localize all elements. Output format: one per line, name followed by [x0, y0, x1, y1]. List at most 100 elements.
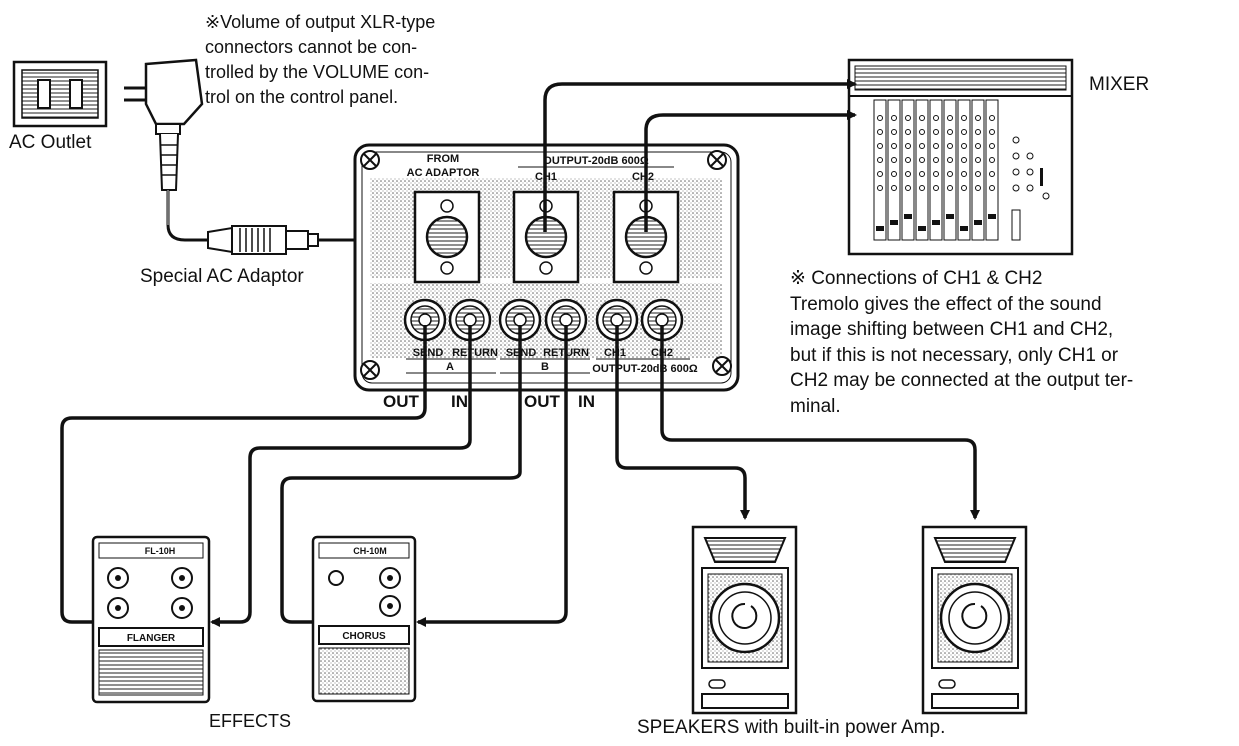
mixer-knob-icon — [989, 171, 995, 177]
mixer-knob-icon — [933, 115, 939, 121]
panel-a-label: A — [446, 361, 454, 373]
ch2-to-speaker-cable — [660, 325, 980, 520]
mixer-knob-icon — [905, 157, 911, 163]
screw-icon — [360, 150, 380, 170]
mixer-knob-icon — [975, 115, 981, 121]
panel-from-label: FROM — [427, 153, 459, 165]
mixer-knob-icon — [891, 115, 897, 121]
mixer-knob-icon — [961, 185, 967, 191]
panel-return-a: RETURN — [452, 347, 498, 359]
mixer-fader-icon — [988, 214, 996, 219]
chorus-model-label: CH-10M — [353, 546, 387, 556]
phone-jack-icon — [595, 298, 639, 342]
return-b-cable — [416, 325, 568, 627]
out-b-label: OUT — [524, 392, 560, 411]
phone-jack-icon — [498, 298, 542, 342]
volume-note-line: trol on the control panel. — [205, 87, 399, 107]
mixer-knob-icon — [905, 115, 911, 121]
mixer-knob-icon — [891, 171, 897, 177]
ch2-to-mixer-cable — [644, 110, 857, 232]
mixer-fader-icon — [974, 220, 982, 225]
mixer-knob-icon — [947, 185, 953, 191]
flanger-model-label: FL-10H — [145, 546, 176, 556]
mixer-knob-icon — [961, 171, 967, 177]
screw-icon — [707, 150, 727, 170]
mixer-knob-icon — [877, 129, 883, 135]
mixer-knob-icon — [961, 157, 967, 163]
mixer-knob-icon — [933, 171, 939, 177]
mixer-knob-icon — [961, 129, 967, 135]
ch1-to-speaker-cable — [615, 325, 750, 520]
mixer-fader-icon — [904, 214, 912, 219]
in-a-label: IN — [451, 392, 468, 411]
send-a-cable — [60, 325, 427, 624]
panel-output-top-label: OUTPUT-20dB 600Ω — [543, 155, 649, 167]
panel-ch1-bottom: CH1 — [604, 347, 626, 359]
flanger-name-label: FLANGER — [127, 633, 176, 644]
ac-plug-icon — [124, 58, 204, 191]
mixer-knob-icon — [989, 115, 995, 121]
mixer-knob-icon — [919, 115, 925, 121]
mixer-knob-icon — [919, 185, 925, 191]
phone-jack-icon — [544, 298, 588, 342]
mixer-icon — [847, 58, 1074, 256]
phone-jack-icon — [640, 298, 684, 342]
mixer-knob-icon — [905, 185, 911, 191]
mixer-label: MIXER — [1089, 74, 1150, 95]
mixer-knob-icon — [947, 171, 953, 177]
mixer-knob-icon — [905, 171, 911, 177]
mixer-knob-icon — [891, 185, 897, 191]
panel-send-a: SEND — [413, 347, 444, 359]
ch-note-line: image shifting between CH1 and CH2, — [790, 319, 1114, 340]
speaker-left — [691, 525, 798, 715]
effects-label: EFFECTS — [209, 711, 292, 731]
ch-connections-note: ※ Connections of CH1 & CH2 Tremolo gives… — [790, 266, 1230, 419]
volume-note: ※Volume of output XLR-type connectors ca… — [205, 10, 505, 110]
phone-jack-icon — [403, 298, 447, 342]
mixer-knob-icon — [933, 185, 939, 191]
mixer-fader-icon — [890, 220, 898, 225]
ac-adaptor-label: Special AC Adaptor — [140, 266, 304, 287]
mixer-knob-icon — [891, 129, 897, 135]
volume-note-line: ※Volume of output XLR-type — [205, 12, 436, 32]
speakers-label: SPEAKERS with built-in power Amp. — [637, 717, 946, 738]
mixer-knob-icon — [877, 171, 883, 177]
xlr-input-socket — [413, 190, 481, 284]
mixer-knob-icon — [947, 157, 953, 163]
adaptor-cable — [166, 190, 208, 242]
mixer-knob-icon — [919, 171, 925, 177]
mixer-knob-icon — [891, 157, 897, 163]
ch1-to-mixer-cable — [543, 79, 857, 232]
ac-outlet-label: AC Outlet — [9, 132, 92, 153]
mixer-knob-icon — [919, 157, 925, 163]
in-b-label: IN — [578, 392, 595, 411]
mixer-fader-icon — [918, 226, 926, 231]
mixer-knob-icon — [877, 185, 883, 191]
screw-icon — [712, 356, 732, 376]
mixer-knob-icon — [975, 143, 981, 149]
chorus-name-label: CHORUS — [342, 631, 386, 642]
mixer-knob-icon — [919, 143, 925, 149]
out-a-label: OUT — [383, 392, 419, 411]
mixer-knob-icon — [933, 143, 939, 149]
mixer-knob-icon — [989, 185, 995, 191]
mixer-knob-icon — [947, 143, 953, 149]
ch-note-line: CH2 may be connected at the output ter- — [790, 370, 1134, 391]
mixer-knob-icon — [905, 143, 911, 149]
adaptor-connector-icon — [207, 225, 319, 255]
ch-note-title: ※ Connections of CH1 & CH2 — [790, 268, 1043, 289]
ac-outlet-icon — [12, 60, 108, 128]
ch-note-line: Tremolo gives the effect of the sound — [790, 293, 1102, 315]
mixer-fader-icon — [946, 214, 954, 219]
screw-icon — [360, 360, 380, 380]
mixer-knob-icon — [989, 129, 995, 135]
ch-note-line: minal. — [790, 395, 841, 417]
panel-ac-adaptor-label: AC ADAPTOR — [407, 167, 480, 179]
mixer-knob-icon — [975, 185, 981, 191]
return-a-cable — [210, 325, 472, 627]
mixer-knob-icon — [989, 157, 995, 163]
mixer-knob-icon — [975, 171, 981, 177]
ch-note-line: but if this is not necessary, only CH1 o… — [790, 344, 1119, 366]
